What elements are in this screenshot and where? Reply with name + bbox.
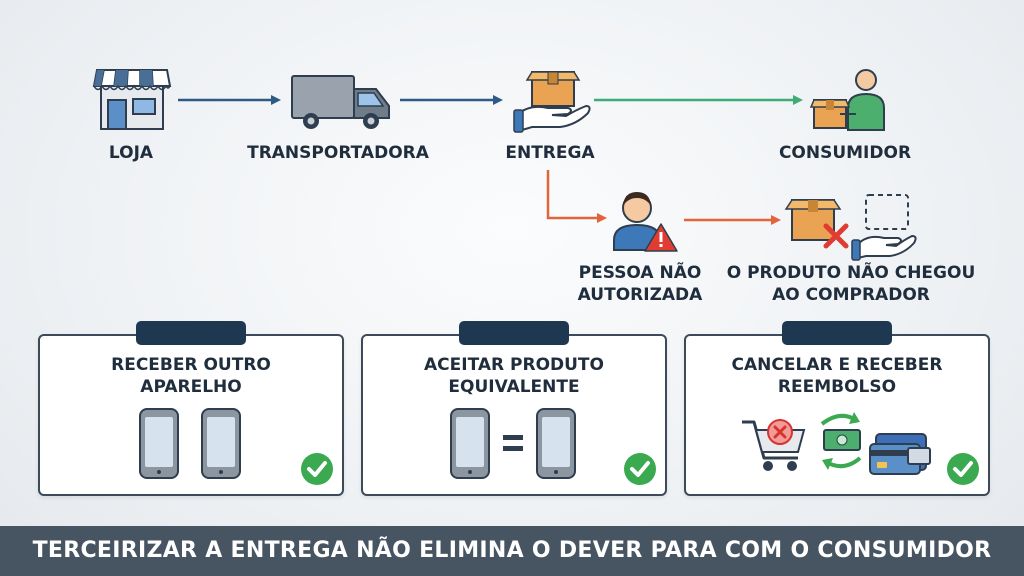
flow-diagram (92, 69, 917, 261)
card-title-line2: APARELHO (140, 377, 242, 397)
empty-hand-icon (851, 234, 917, 261)
label-entrega: ENTREGA (505, 143, 595, 163)
credit-card-wallet-icon (869, 433, 931, 475)
warning-icon (644, 223, 678, 252)
label-transportadora: TRANSPORTADORA (247, 143, 429, 163)
card-tab (136, 321, 246, 345)
money-exchange-icon (820, 412, 862, 470)
smartphone-icon (536, 408, 576, 479)
equals-icon (503, 435, 523, 451)
label-consumidor: CONSUMIDOR (778, 143, 912, 163)
check-circle-icon (624, 453, 656, 485)
label-pessoa-line2: AUTORIZADA (577, 285, 703, 305)
card-icons (742, 412, 931, 475)
smartphone-icon (201, 408, 241, 479)
card-title-line2: EQUIVALENTE (448, 377, 580, 397)
card-icons (139, 408, 241, 479)
smartphone-icon (139, 408, 179, 479)
card-title-line1: ACEITAR PRODUTO (424, 355, 604, 375)
card-title: RECEBER OUTRO APARELHO (40, 354, 342, 398)
arrow-entrega-pessoa (546, 170, 607, 223)
truck-icon (291, 75, 390, 129)
package-not-delivered-icon (784, 194, 909, 241)
store-icon (92, 69, 172, 130)
x-mark-icon (823, 223, 849, 249)
card-title-line1: CANCELAR E RECEBER (731, 355, 943, 375)
card-title: CANCELAR E RECEBER REEMBOLSO (686, 354, 988, 398)
label-produto-line2: AO COMPRADOR (772, 285, 930, 305)
label-produto-line1: O PRODUTO NÃO CHEGOU (726, 263, 976, 283)
card-tab (782, 321, 892, 345)
label-pessoa-nao-autorizada: PESSOA NÃO AUTORIZADA (565, 262, 715, 306)
option-card-cancelar-reembolso: CANCELAR E RECEBER REEMBOLSO (684, 321, 990, 496)
smartphone-icon (450, 408, 490, 479)
label-produto-nao-chegou: O PRODUTO NÃO CHEGOU AO COMPRADOR (724, 262, 978, 306)
card-title: ACEITAR PRODUTO EQUIVALENTE (363, 354, 665, 398)
label-loja: LOJA (108, 143, 154, 163)
check-circle-icon (947, 453, 979, 485)
package-hand-icon (513, 71, 591, 133)
card-tab (459, 321, 569, 345)
check-circle-icon (301, 453, 333, 485)
option-card-aceitar-equivalente: ACEITAR PRODUTO EQUIVALENTE (361, 321, 667, 496)
card-icons (450, 408, 576, 479)
label-pessoa-line1: PESSOA NÃO (578, 263, 702, 283)
card-title-line2: REEMBOLSO (777, 377, 897, 397)
consumer-with-package-icon (809, 69, 885, 131)
unauthorized-person-icon (613, 192, 661, 251)
shopping-cart-cancel-icon (742, 419, 806, 471)
card-title-line1: RECEBER OUTRO (111, 355, 271, 375)
option-card-receber-outro: RECEBER OUTRO APARELHO (38, 321, 344, 496)
footer-banner: TERCEIRIZAR A ENTREGA NÃO ELIMINA O DEVE… (0, 526, 1024, 576)
